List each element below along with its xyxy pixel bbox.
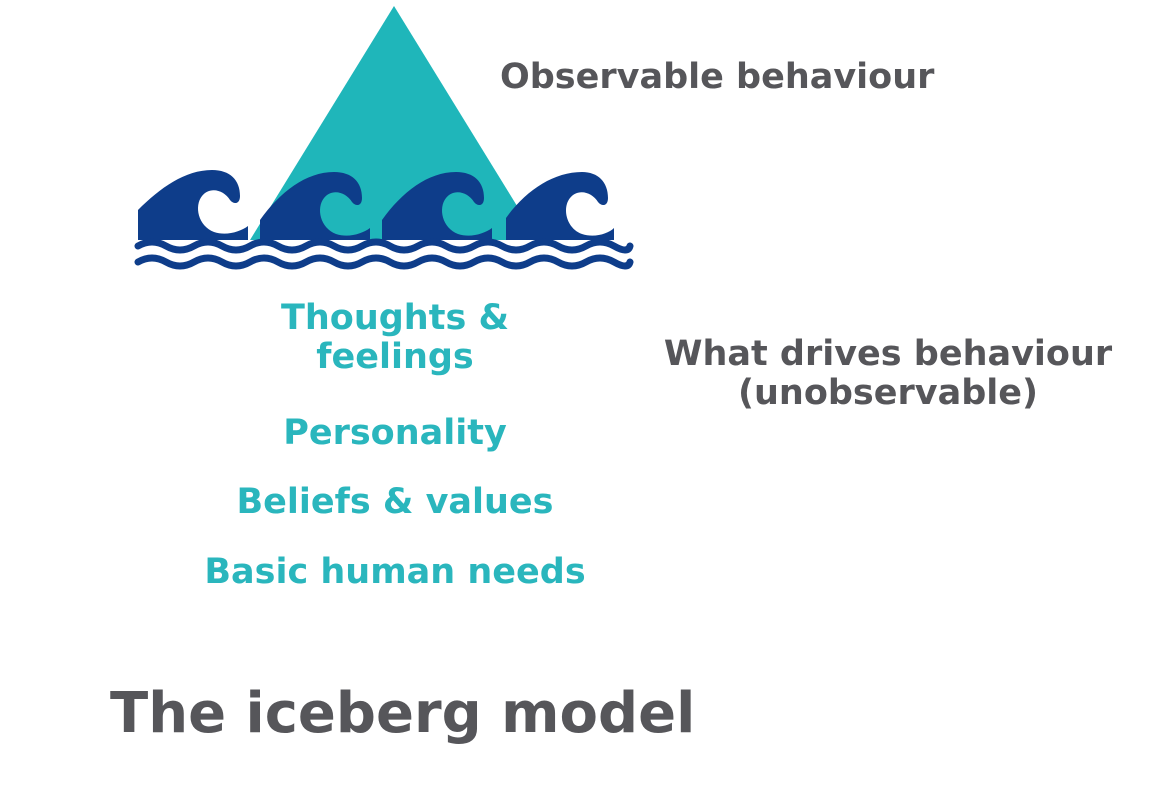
personality-label: Personality — [283, 413, 507, 453]
thoughts-feelings-label: Thoughts & feelings — [160, 298, 630, 378]
drives-behaviour-line1: What drives behaviour — [663, 334, 1113, 374]
diagram-title: The iceberg model — [110, 681, 696, 746]
thoughts-line2: feelings — [316, 337, 474, 378]
water-lines-icon — [134, 238, 634, 270]
basic-human-needs-label: Basic human needs — [204, 552, 586, 592]
drives-behaviour-label: What drives behaviour (unobservable) — [648, 334, 1128, 414]
beliefs-values-label: Beliefs & values — [236, 482, 554, 522]
drives-behaviour-line2: (unobservable) — [738, 373, 1038, 414]
ocean-waves-icon — [138, 170, 614, 240]
iceberg-graphic — [134, 6, 634, 270]
observable-behaviour-label: Observable behaviour — [500, 57, 935, 97]
thoughts-line1: Thoughts & — [281, 298, 509, 338]
